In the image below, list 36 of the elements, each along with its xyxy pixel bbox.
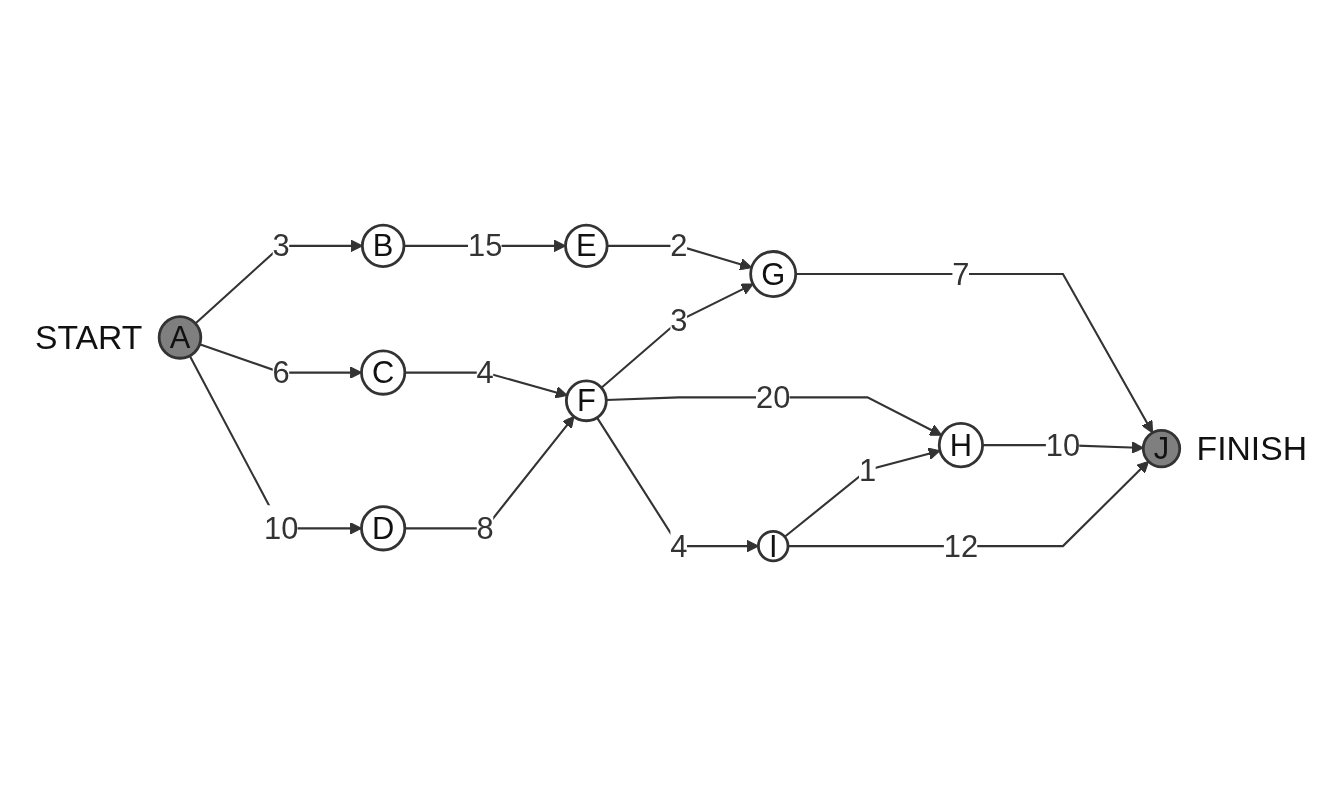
edge-label: 4 bbox=[476, 354, 494, 390]
edge-label: 10 bbox=[263, 510, 299, 546]
edge-label: 20 bbox=[756, 379, 791, 415]
edge-label: 8 bbox=[476, 510, 494, 546]
edge-label: 12 bbox=[943, 528, 979, 564]
arrow bbox=[596, 416, 759, 552]
arrow bbox=[404, 415, 575, 529]
edge-label: 2 bbox=[670, 227, 688, 263]
node-circle: E bbox=[564, 223, 609, 268]
node-circle: C bbox=[360, 349, 407, 396]
edge-label: 1 bbox=[858, 451, 877, 488]
edge-label: 10 bbox=[1045, 427, 1081, 463]
node-circle: F bbox=[564, 378, 608, 422]
arrow bbox=[606, 395, 943, 436]
node-circle: I bbox=[756, 529, 790, 562]
arrow bbox=[784, 447, 941, 538]
arrow bbox=[194, 239, 363, 324]
node-circle: B bbox=[360, 223, 406, 268]
edge-label: 6 bbox=[272, 354, 290, 390]
node-caption: FINISH bbox=[1196, 429, 1307, 467]
node-circle: G bbox=[749, 249, 798, 298]
arrow bbox=[600, 283, 754, 388]
node-circle: H bbox=[937, 421, 984, 468]
node-circle: D bbox=[360, 504, 407, 551]
node-circle: A bbox=[157, 314, 203, 360]
arrow bbox=[404, 371, 568, 398]
edge-label: 15 bbox=[467, 227, 503, 263]
edge-label: 3 bbox=[272, 227, 290, 263]
edge-label: 3 bbox=[670, 302, 688, 338]
arrow bbox=[607, 244, 753, 270]
arrow bbox=[795, 272, 1154, 433]
edge-label: 4 bbox=[670, 528, 688, 564]
arrow bbox=[788, 460, 1150, 547]
edge-label: 7 bbox=[952, 256, 970, 292]
node-circle: J bbox=[1141, 428, 1182, 468]
node-caption: START bbox=[35, 318, 143, 356]
